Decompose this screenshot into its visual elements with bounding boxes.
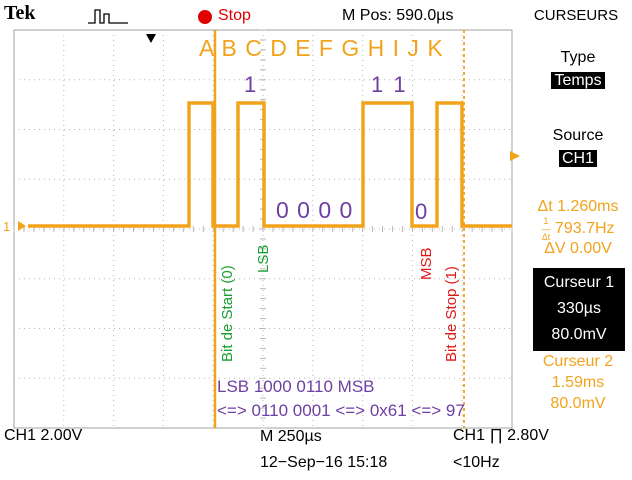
cursor-1-time: 330µs: [557, 300, 601, 317]
bit-letters: A B C D E F G H I J K: [199, 35, 444, 61]
bit-one-c: 1: [244, 72, 257, 97]
ch1-marker-label: 1: [3, 219, 10, 234]
menu-title: CURSEURS: [533, 7, 619, 24]
inverse-delta-time: 1—Δt 793.7Hz: [541, 216, 615, 242]
delta-voltage: ΔV 0.00V: [544, 240, 612, 257]
bit-zero-j: 0: [415, 199, 428, 224]
acquisition-status: Stop: [218, 7, 251, 24]
trigger-level-icon: [510, 151, 520, 161]
start-bit-label: Bit de Start (0): [219, 265, 236, 362]
source-label: Source: [552, 127, 604, 144]
msb-label: MSB: [418, 247, 435, 280]
stop-bit-label: Bit de Stop (1): [443, 266, 460, 362]
trigger-frequency: <10Hz: [453, 454, 500, 471]
trigger-position-icon: [146, 34, 156, 43]
graticule: [13, 29, 513, 429]
date-time: 12−Sep−16 15:18: [260, 454, 388, 471]
type-label: Type: [560, 49, 596, 66]
bit-zeros: 0 0 0 0: [276, 197, 354, 223]
ch1-ground-marker-icon: [18, 221, 26, 231]
bit-sequence-line: LSB 1000 0110 MSB: [217, 377, 375, 396]
cursor-1-button[interactable]: Curseur 1 330µs 80.0mV: [533, 268, 625, 351]
delta-time: Δt 1.260ms: [537, 198, 619, 215]
source-value: CH1: [558, 150, 597, 167]
type-value: Temps: [551, 72, 605, 89]
conversion-line: <=> 0110 0001 <=> 0x61 <=> 97: [217, 401, 465, 420]
ch1-waveform: [28, 101, 512, 228]
source-button[interactable]: CH1: [530, 148, 626, 169]
horizontal-position: M Pos: 590.0µs: [342, 7, 454, 24]
brand-logo: Tek: [4, 2, 36, 24]
timebase: M 250µs: [260, 428, 322, 445]
cursor-2-button[interactable]: Curseur 2 1.59ms 80.0mV: [530, 351, 626, 414]
type-button[interactable]: Temps: [530, 70, 626, 91]
cursor-2-label: Curseur 2: [542, 353, 614, 370]
bit-ones-hi: 1 1: [371, 72, 408, 97]
pulse-trigger-icon: [88, 9, 128, 24]
cursor-2-volt: 80.0mV: [550, 395, 606, 412]
stop-indicator-icon: [198, 10, 212, 24]
inverse-delta-value: 793.7Hz: [554, 220, 615, 238]
cursor-1-volt: 80.0mV: [551, 326, 607, 343]
trigger-setting: CH1 ∏ 2.80V: [453, 427, 549, 444]
cursor-2-time: 1.59ms: [551, 374, 605, 391]
cursor-1-label: Curseur 1: [543, 274, 615, 291]
ch1-scale: CH1 2.00V: [4, 427, 83, 444]
lsb-label: LSB: [255, 244, 272, 273]
